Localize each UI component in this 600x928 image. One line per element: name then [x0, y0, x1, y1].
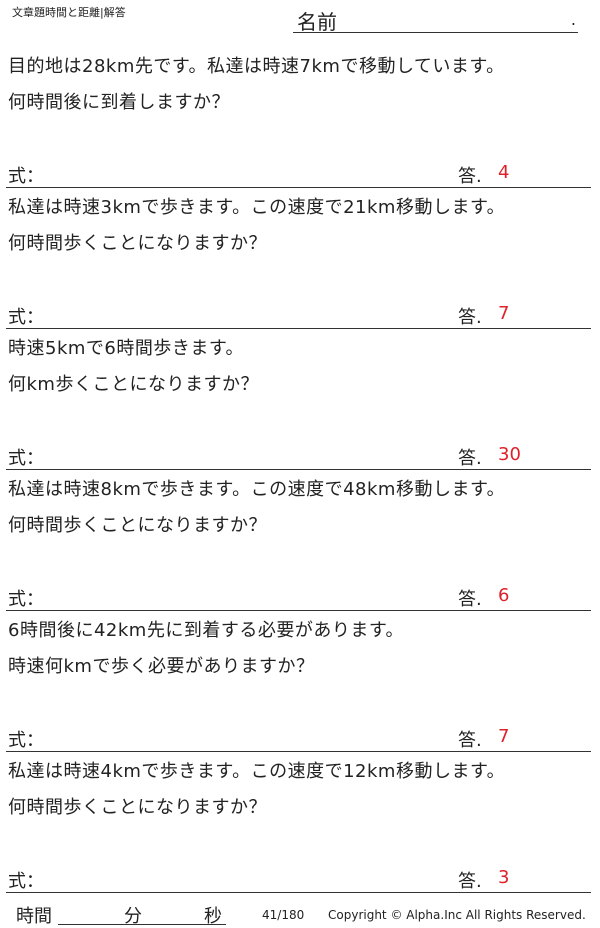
- answer-value: 30: [498, 444, 521, 465]
- answer-label: 答.: [458, 166, 482, 187]
- divider-line: [6, 892, 591, 893]
- minutes-label: 分: [124, 906, 142, 927]
- answer-value: 7: [498, 726, 510, 747]
- copyright-text: Copyright © Alpha.Inc All Rights Reserve…: [328, 908, 586, 922]
- question-line-1: 私達は時速4kmで歩きます。この速度で12km移動します。: [8, 761, 506, 782]
- divider-line: [6, 328, 591, 329]
- answer-label: 答.: [458, 589, 482, 610]
- problem-2: 私達は時速3kmで歩きます。この速度で21km移動します。 何時間歩くことになり…: [0, 181, 600, 329]
- page-number: 41/180: [262, 908, 305, 922]
- question-line-1: 目的地は28km先です。私達は時速7kmで移動しています。: [8, 56, 505, 77]
- formula-label: 式：: [8, 589, 44, 610]
- question-line-1: 私達は時速8kmで歩きます。この速度で48km移動します。: [8, 479, 506, 500]
- time-entry-line[interactable]: [58, 924, 226, 925]
- formula-label: 式：: [8, 166, 44, 187]
- answer-label: 答.: [458, 730, 482, 751]
- formula-label: 式：: [8, 730, 44, 751]
- worksheet-footer: 時間 分 秒 41/180 Copyright © Alpha.Inc All …: [0, 892, 600, 928]
- answer-value: 4: [498, 162, 510, 183]
- answer-value: 7: [498, 303, 510, 324]
- answer-value: 3: [498, 867, 510, 888]
- formula-label: 式：: [8, 448, 44, 469]
- question-line-2: 何時間歩くことになりますか？: [8, 515, 267, 536]
- divider-line: [6, 610, 591, 611]
- name-dot: .: [570, 10, 576, 29]
- answer-label: 答.: [458, 448, 482, 469]
- problem-5: 6時間後に42km先に到着する必要があります。 時速何kmで歩く必要がありますか…: [0, 604, 600, 752]
- question-line-1: 6時間後に42km先に到着する必要があります。: [8, 620, 405, 641]
- formula-label: 式：: [8, 307, 44, 328]
- question-line-2: 何km歩くことになりますか？: [8, 374, 259, 395]
- divider-line: [6, 751, 591, 752]
- divider-line: [6, 469, 591, 470]
- seconds-label: 秒: [204, 906, 222, 927]
- answer-label: 答.: [458, 307, 482, 328]
- question-line-2: 何時間歩くことになりますか？: [8, 233, 267, 254]
- question-line-2: 何時間後に到着しますか？: [8, 92, 230, 113]
- question-line-1: 私達は時速3kmで歩きます。この速度で21km移動します。: [8, 197, 506, 218]
- problem-3: 時速5kmで6時間歩きます。 何km歩くことになりますか？ 式： 答. 30: [0, 322, 600, 470]
- name-field[interactable]: 名前 .: [293, 4, 578, 34]
- problem-4: 私達は時速8kmで歩きます。この速度で48km移動します。 何時間歩くことになり…: [0, 463, 600, 611]
- name-label: 名前: [297, 10, 337, 34]
- answer-value: 6: [498, 585, 510, 606]
- question-line-2: 時速何kmで歩く必要がありますか？: [8, 656, 315, 677]
- problem-1: 目的地は28km先です。私達は時速7kmで移動しています。 何時間後に到着します…: [0, 40, 600, 188]
- answer-label: 答.: [458, 871, 482, 892]
- question-line-1: 時速5kmで6時間歩きます。: [8, 338, 245, 359]
- question-line-2: 何時間歩くことになりますか？: [8, 797, 267, 818]
- worksheet-title: 文章題時間と距離|解答: [12, 6, 126, 19]
- formula-label: 式：: [8, 871, 44, 892]
- time-label: 時間: [16, 906, 52, 927]
- divider-line: [6, 187, 591, 188]
- problem-6: 私達は時速4kmで歩きます。この速度で12km移動します。 何時間歩くことになり…: [0, 745, 600, 893]
